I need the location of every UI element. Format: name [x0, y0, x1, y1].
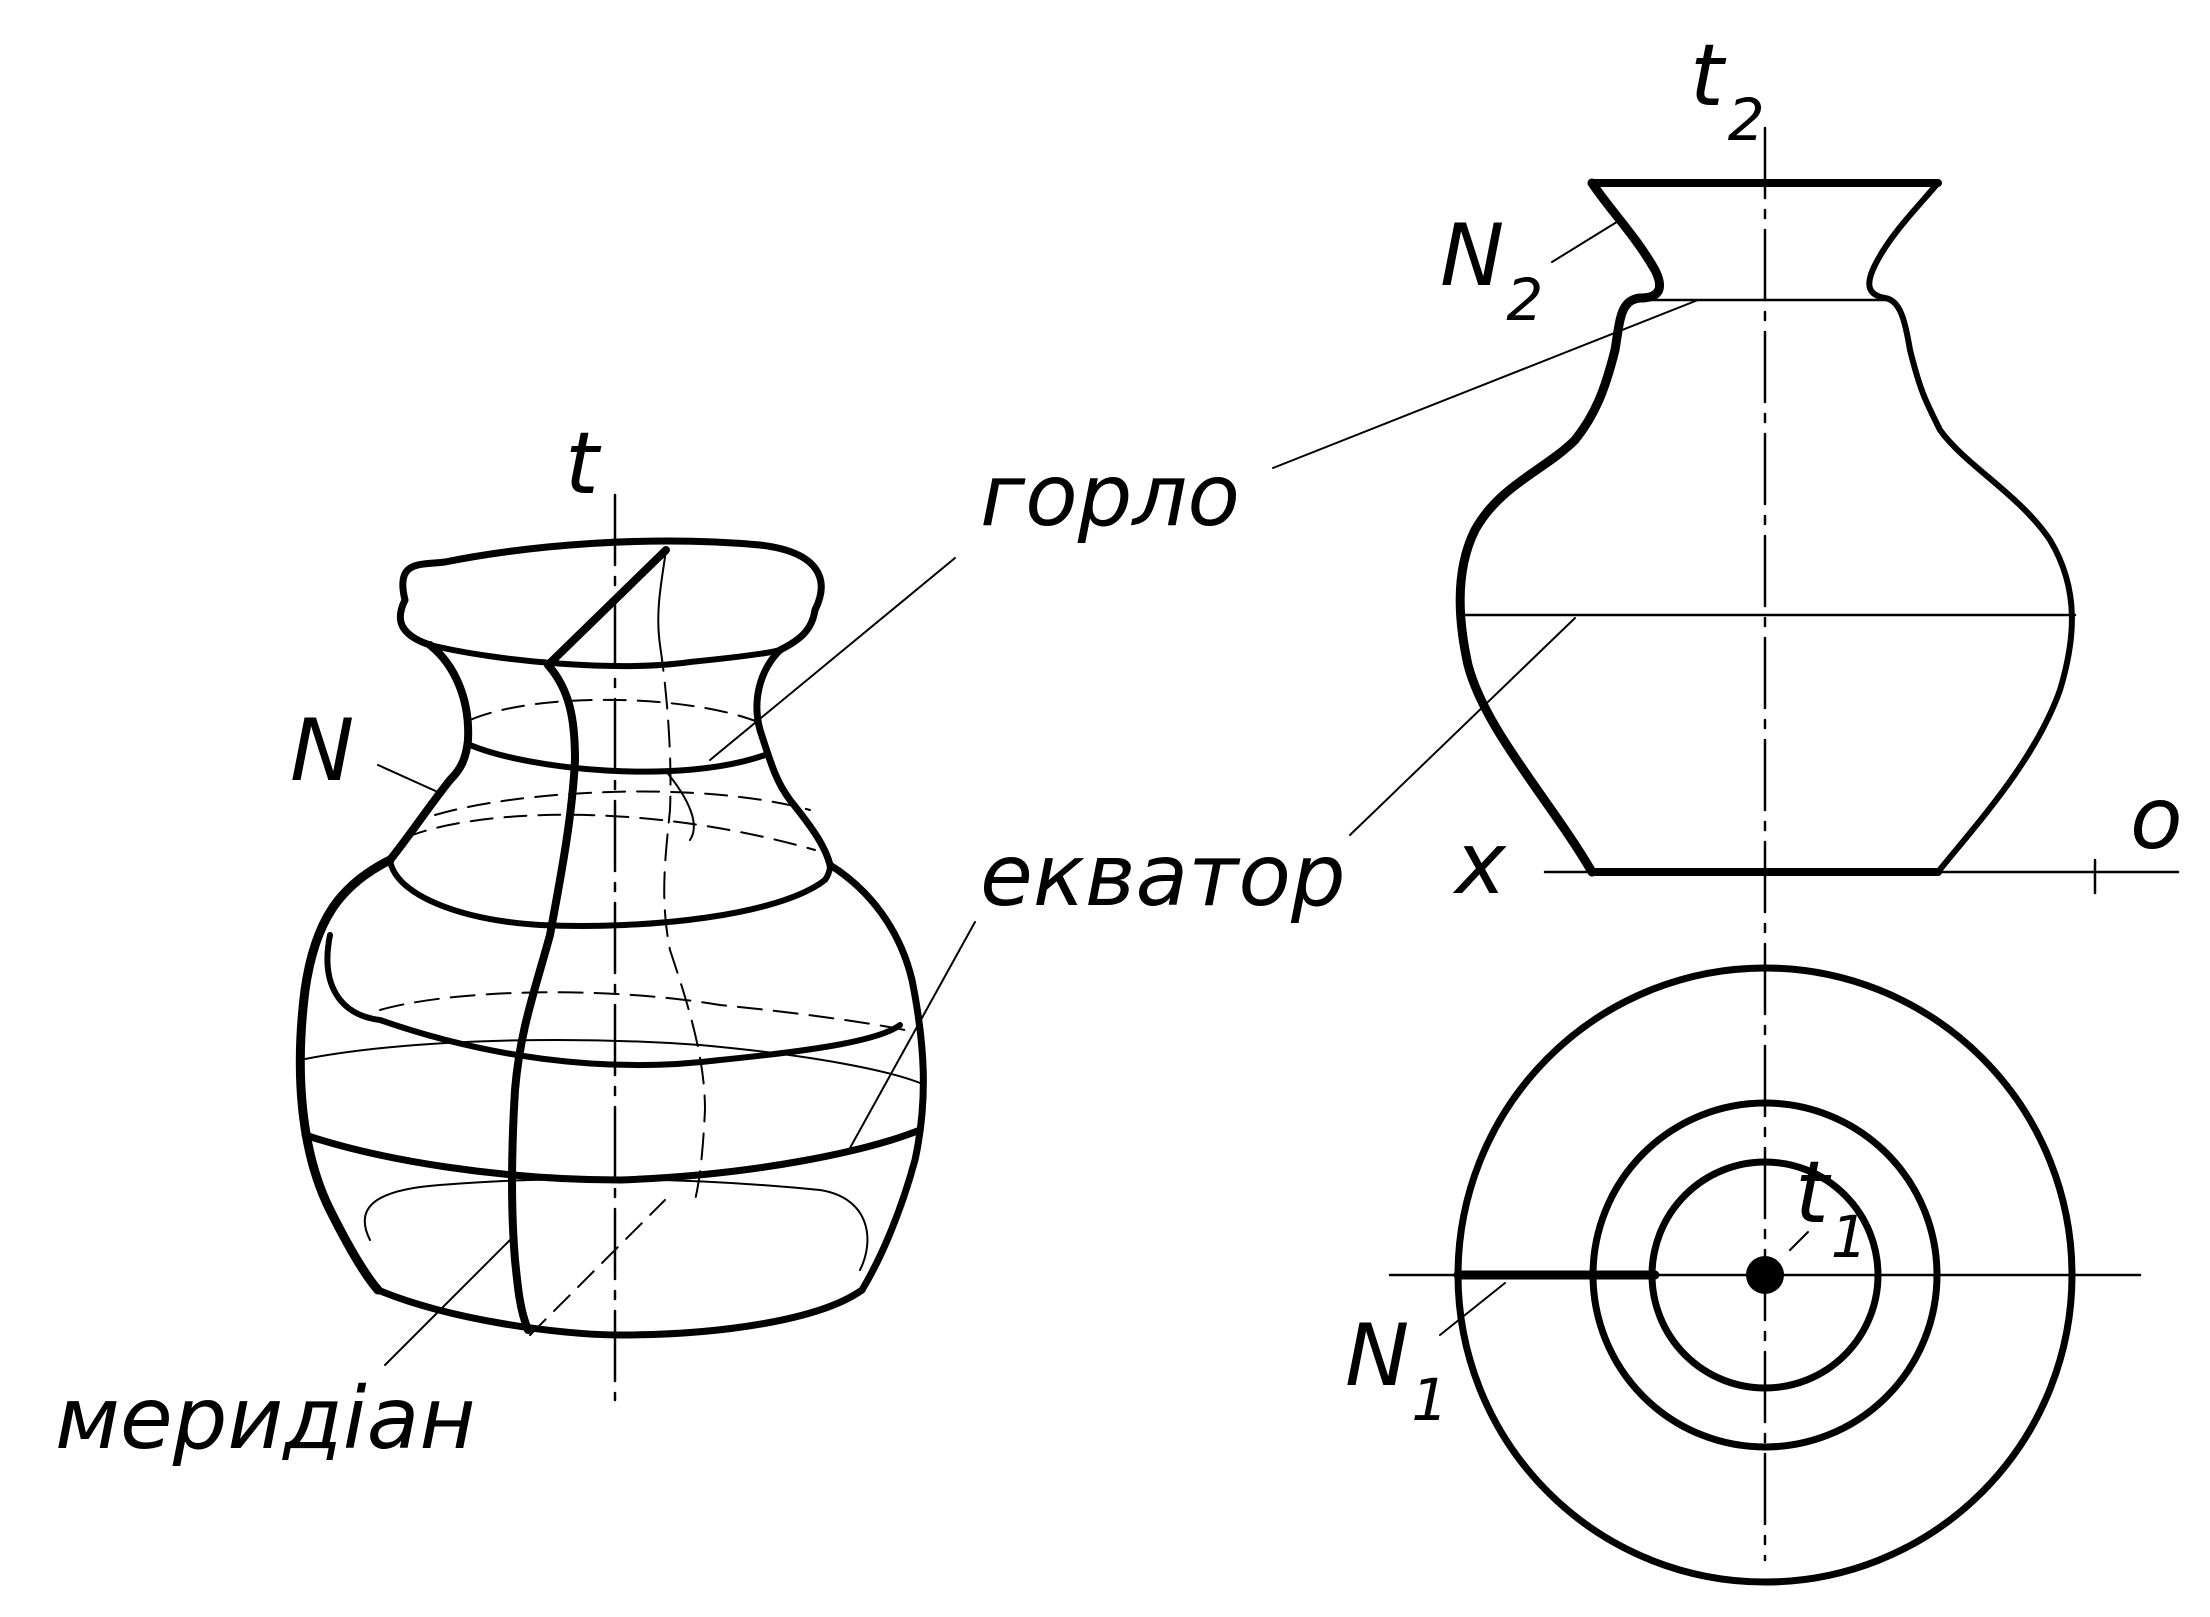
body-left-outline [295, 855, 395, 1295]
mid-ring-front [324, 932, 903, 1069]
rim-meridian-stroke [544, 546, 670, 669]
rim-front-edge [427, 642, 783, 669]
bottom-inner-ellipse [363, 1177, 869, 1271]
body-right-outline [826, 861, 927, 1294]
neck-left-outline [386, 641, 473, 864]
rim-right-curl [776, 606, 819, 654]
top-view-vase [1388, 964, 2142, 1586]
leader-n1 [1439, 1282, 1506, 1336]
leader-neck-left [709, 557, 956, 761]
leader-n [377, 764, 441, 794]
labels: t N горло екватор меридіан t2 N2 x o t1 … [55, 26, 2183, 1469]
label-o: o [2130, 769, 2183, 869]
label-x: x [1452, 814, 1507, 914]
label-t2: t2 [1690, 26, 1765, 154]
top-center-point [1746, 1256, 1784, 1294]
front-left-outline [1455, 178, 1664, 877]
label-n2: N2 [1440, 206, 1543, 334]
label-neck: горло [980, 446, 1240, 546]
equator-ring-back [299, 1039, 926, 1086]
label-n: N [290, 701, 354, 801]
leader-equator-left [849, 921, 976, 1149]
leader-neck-right [1272, 299, 1699, 469]
neck-right-outline [753, 646, 834, 869]
neck-ring-back-hidden [469, 698, 766, 726]
upper-hidden-ring [434, 790, 811, 816]
leader-n2 [1551, 219, 1621, 263]
leader-t1 [1789, 1231, 1809, 1251]
label-t1: t1 [1795, 1143, 1868, 1271]
shoulder-ring-back-hidden [404, 813, 816, 851]
label-equator: екватор [980, 826, 1346, 926]
rim-top-edge [399, 537, 825, 614]
meridian-back-hidden [659, 644, 706, 1201]
leader-meridian [384, 1239, 511, 1366]
label-t: t [565, 414, 602, 514]
leader-equator-right [1349, 617, 1576, 836]
meridian-back-curve [664, 769, 695, 841]
rim-back-hidden [657, 549, 667, 646]
label-n1: N1 [1345, 1306, 1448, 1434]
shoulder-ring-front [387, 855, 833, 929]
neck-ring-front [467, 742, 768, 775]
front-right-outline [1866, 180, 2075, 875]
label-meridian: меридіан [55, 1369, 476, 1469]
rim-left-curl [396, 596, 434, 649]
mid-ring-back-hidden [379, 991, 906, 1031]
meridian-front [507, 661, 579, 1334]
axonometric-vase [295, 493, 976, 1402]
bottom-ring-front [374, 1286, 866, 1339]
front-view-vase [1272, 126, 2180, 1562]
